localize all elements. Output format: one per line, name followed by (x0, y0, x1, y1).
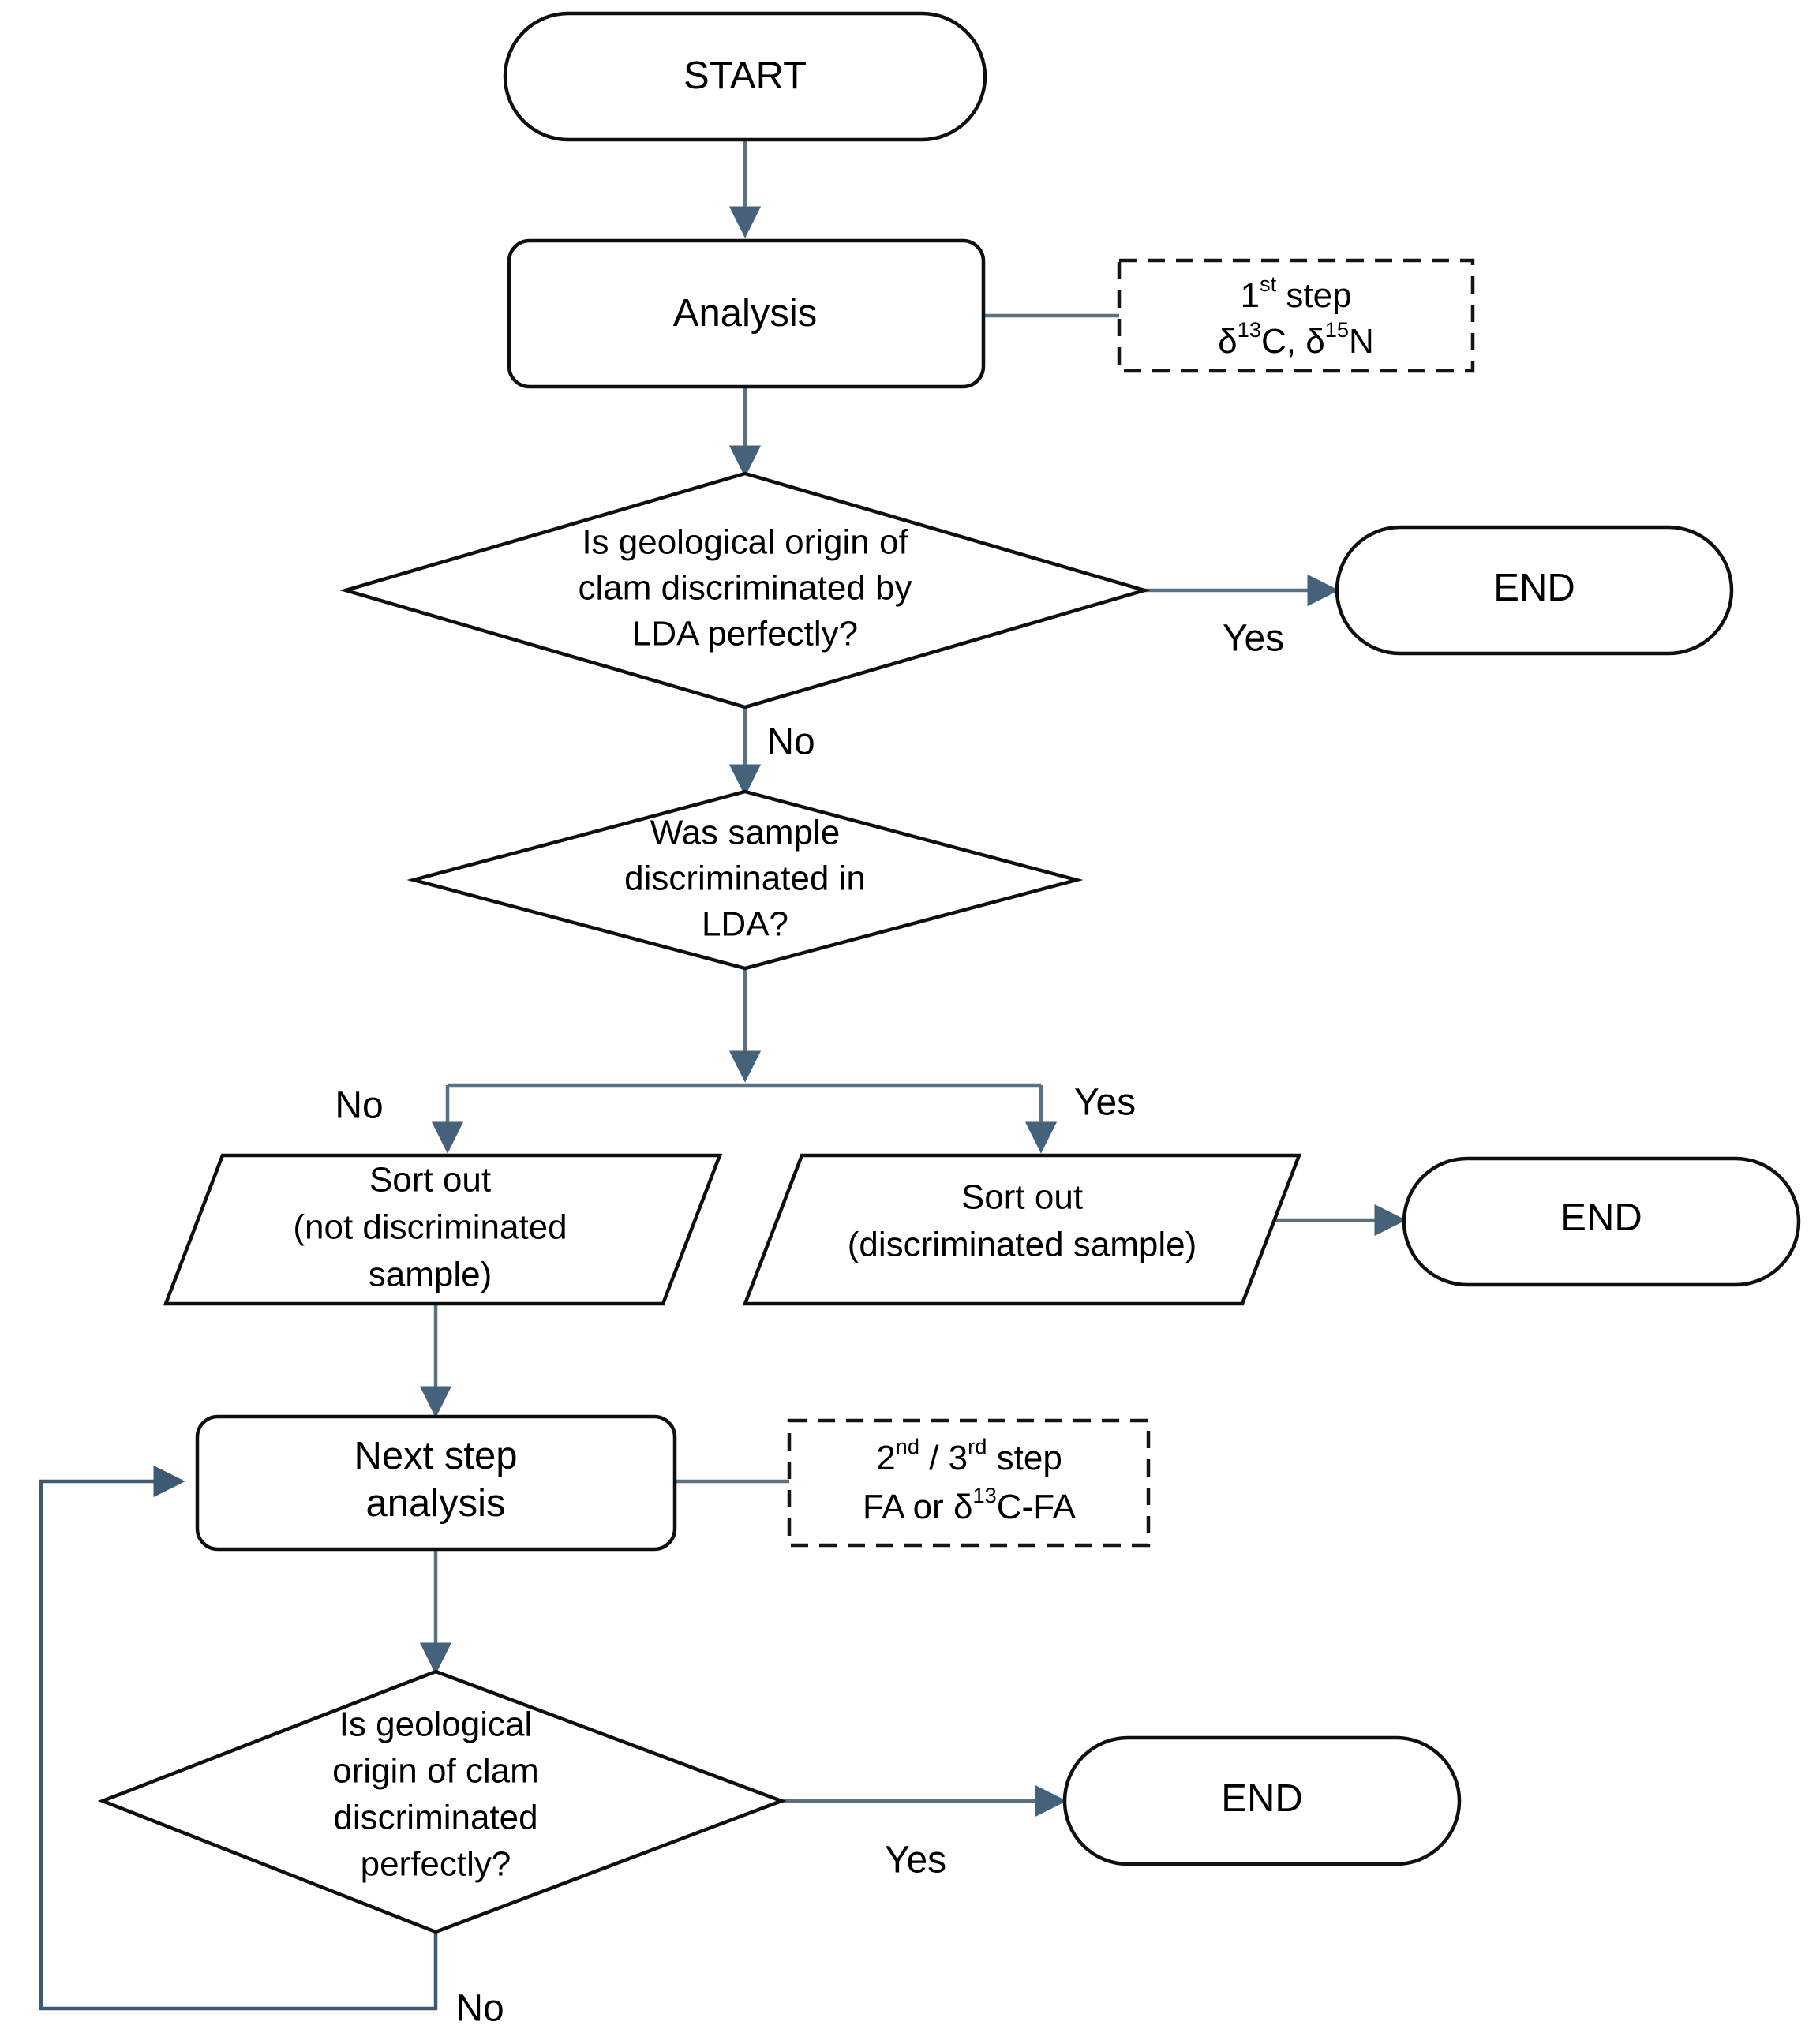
edge-label-final-no: No (455, 1988, 504, 2030)
node-analysis[interactable] (507, 238, 986, 389)
node-next-step[interactable] (195, 1414, 677, 1552)
node-end-bottom[interactable] (1062, 1735, 1462, 1866)
node-sort-not-discriminated[interactable] (163, 1153, 723, 1306)
node-sort-not-discriminated-line1: Sort out (369, 1161, 491, 1200)
node-decision-final[interactable] (97, 1669, 787, 1934)
edge-label-lda-no: No (766, 721, 815, 763)
node-decision-final-line3: discriminated (333, 1799, 537, 1837)
node-sort-not-discriminated-line3: sample) (369, 1256, 492, 1294)
note-step23-line1: 2nd / 3rd step (876, 1434, 1062, 1477)
node-decision-final-line2: origin of clam (332, 1752, 539, 1791)
node-analysis-label: Analysis (673, 292, 817, 335)
node-decision-lda-line1: Is geological origin of (582, 523, 908, 562)
node-start-label: START (683, 54, 807, 97)
edge-label-sample-no: No (335, 1085, 383, 1127)
node-end-middle[interactable] (1402, 1156, 1801, 1287)
node-start[interactable] (503, 11, 987, 142)
node-decision-final-line4: perfectly? (361, 1845, 511, 1884)
node-end-middle-label: END (1560, 1196, 1642, 1239)
node-decision-final-line1: Is geological (339, 1705, 533, 1744)
node-next-step-line2: analysis (365, 1482, 505, 1525)
note-step1-line2: δ13C, δ15N (1218, 317, 1374, 361)
node-sort-discriminated[interactable] (742, 1153, 1302, 1306)
edge-label-sample-yes: Yes (1074, 1082, 1136, 1124)
node-sort-discriminated-line1: Sort out (961, 1178, 1083, 1217)
note-step1-line1: 1st step (1240, 271, 1351, 315)
note-step1 (1117, 258, 1475, 373)
node-next-step-line1: Next step (354, 1435, 518, 1477)
node-decision-lda[interactable] (339, 471, 1152, 709)
note-step23-line2: FA or δ13C-FA (863, 1483, 1077, 1526)
node-sort-not-discriminated-line2: (not discriminated (293, 1208, 567, 1247)
node-decision-sample-line2: discriminated in (624, 859, 866, 898)
node-end-top[interactable] (1335, 525, 1734, 656)
node-end-top-label: END (1493, 567, 1575, 609)
node-decision-sample[interactable] (406, 789, 1084, 971)
edge-label-lda-yes: Yes (1223, 618, 1284, 660)
node-decision-sample-line3: LDA? (702, 905, 788, 944)
node-sort-discriminated-line2: (discriminated sample) (848, 1226, 1197, 1264)
node-decision-lda-line2: clam discriminated by (578, 569, 912, 608)
edge-label-final-yes: Yes (885, 1840, 946, 1881)
node-decision-lda-line3: LDA perfectly? (632, 615, 858, 653)
node-decision-sample-line1: Was sample (650, 814, 840, 852)
node-end-bottom-label: END (1221, 1777, 1302, 1820)
connector-decision-final-no-loopback (39, 1465, 438, 2011)
note-step23 (787, 1418, 1151, 1548)
